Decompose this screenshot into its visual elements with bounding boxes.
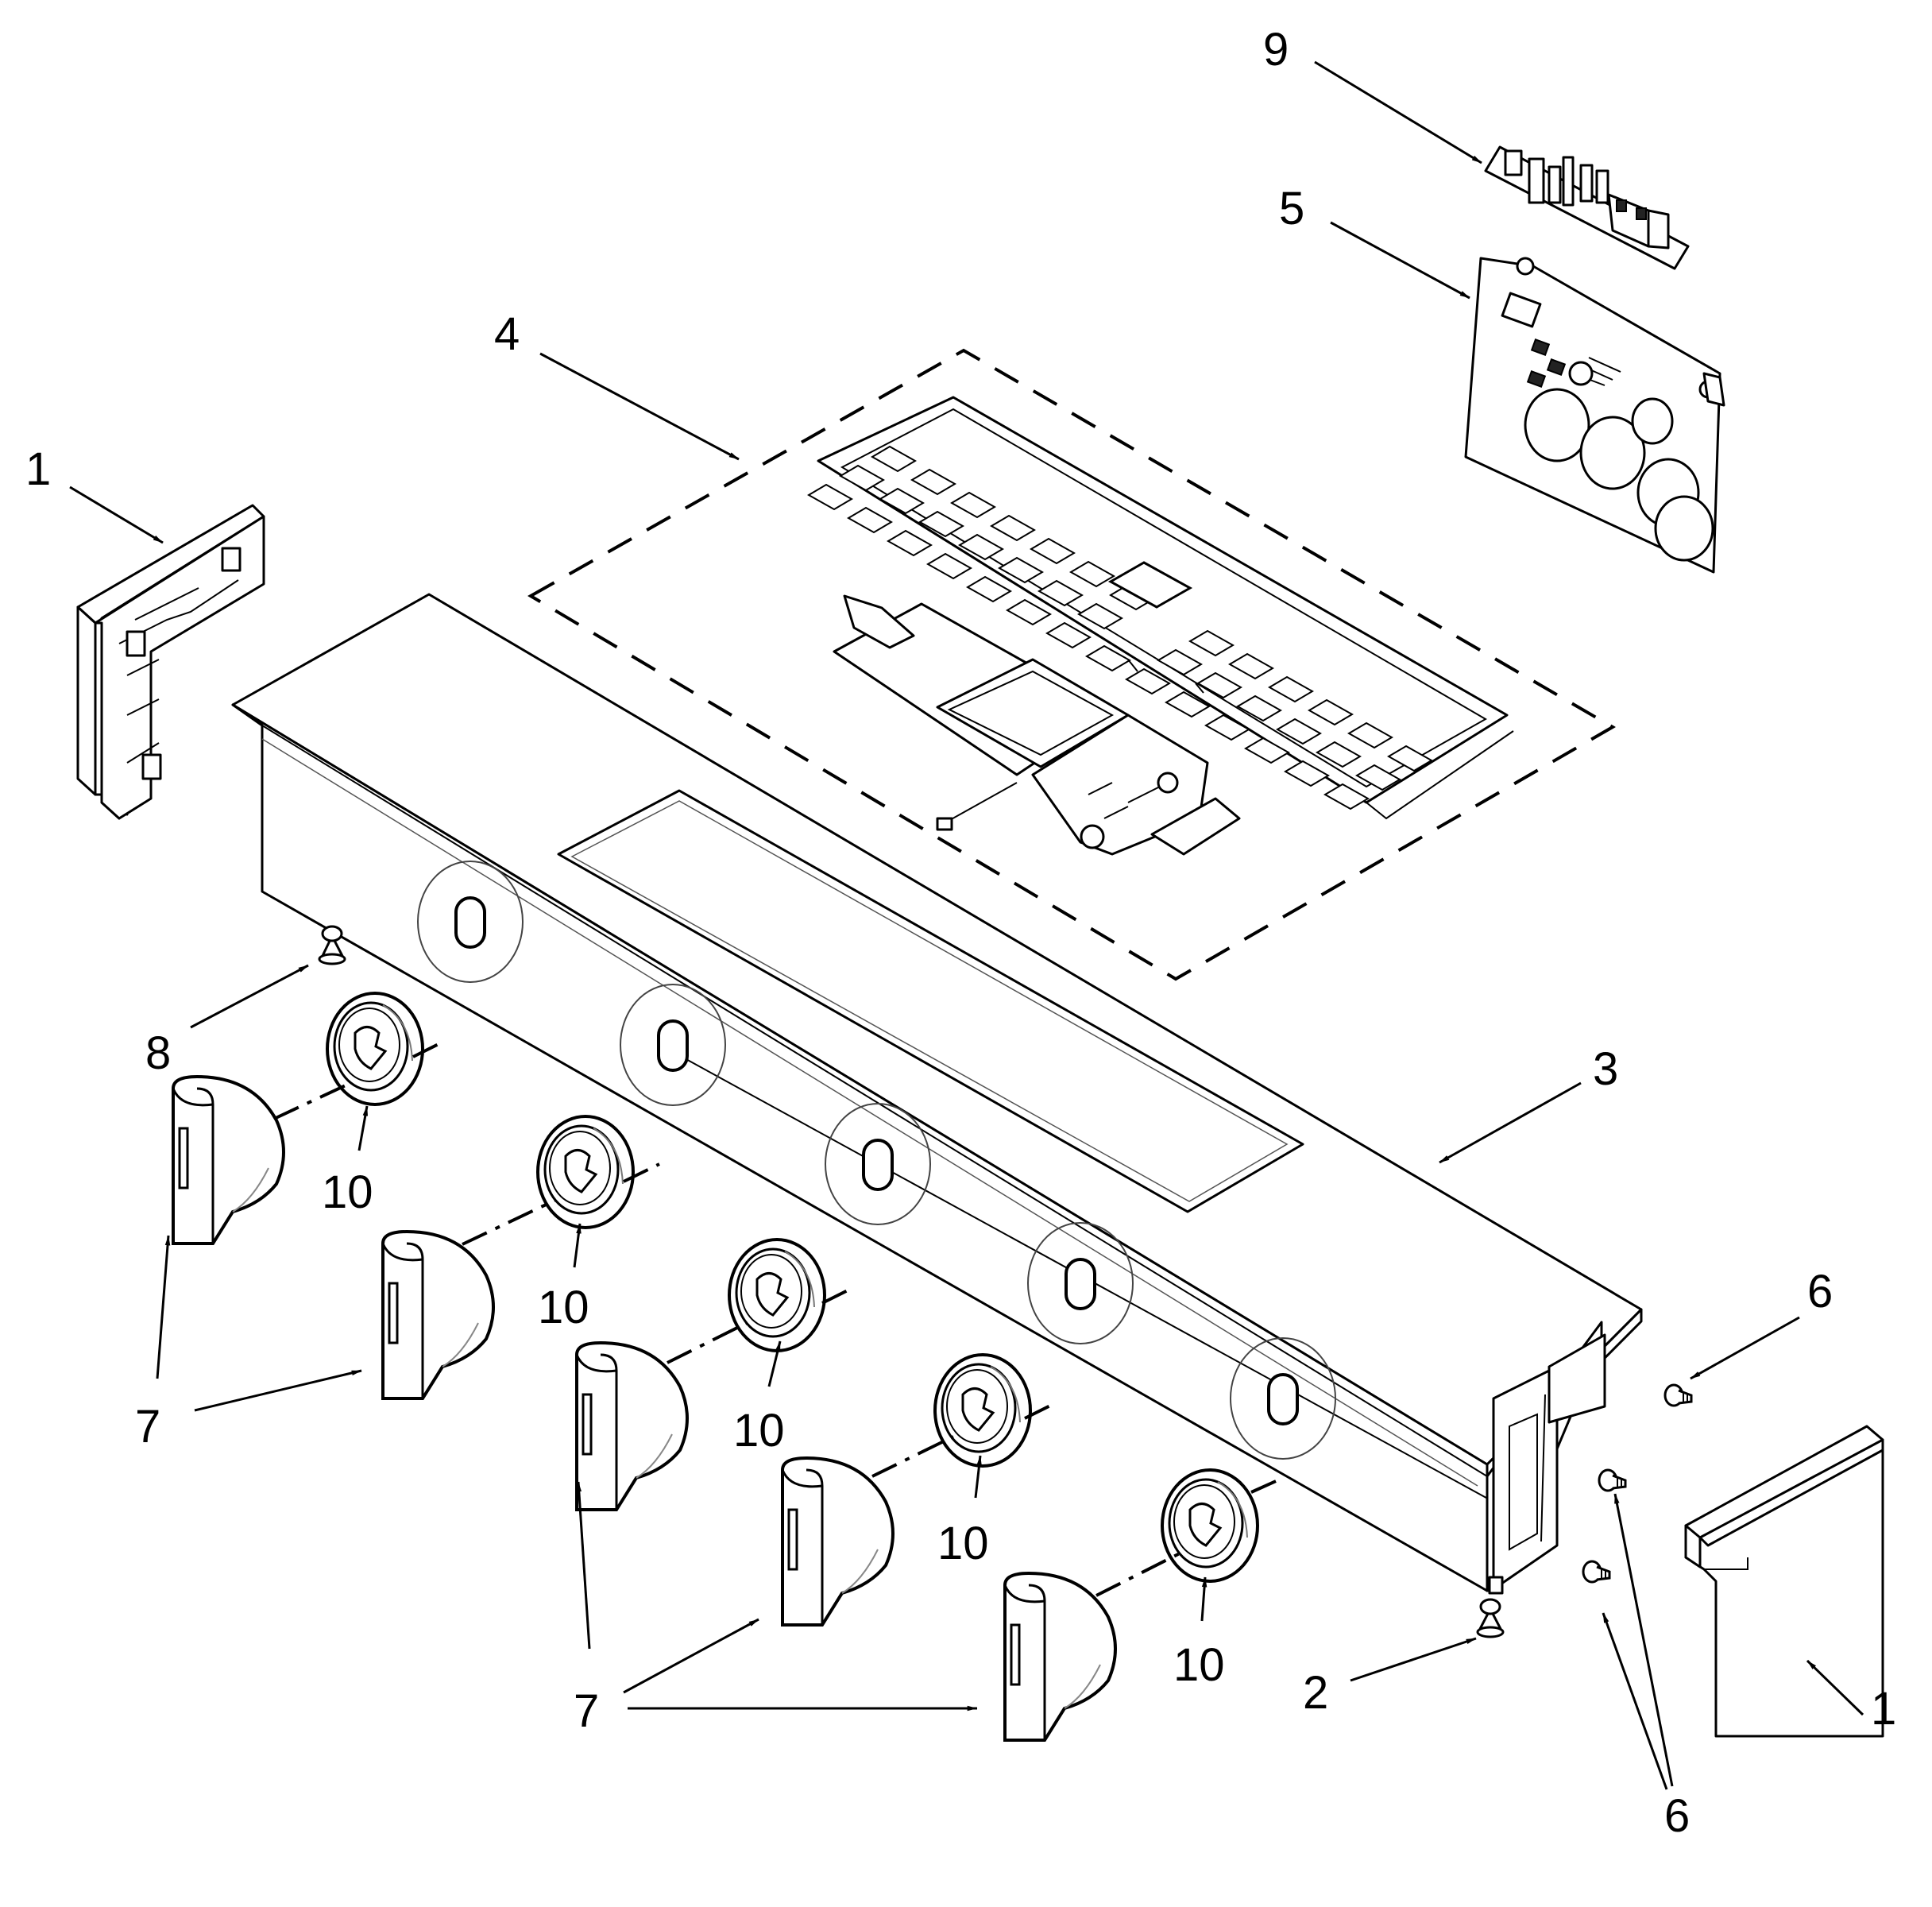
keypad-key (1354, 764, 1402, 791)
keypad-key (870, 445, 918, 473)
keypad-key (878, 487, 925, 515)
keypad-key (1267, 675, 1315, 703)
keypad-key (1275, 718, 1323, 745)
keypad-key (989, 514, 1037, 542)
control-panel-housing (231, 593, 1643, 1595)
keypad-key (838, 464, 886, 492)
keypad-key (918, 510, 965, 538)
keypad-key (806, 483, 854, 511)
keypad-key (1386, 745, 1434, 772)
callout-4: 4 (494, 308, 520, 360)
keypad-key (1204, 714, 1251, 741)
callout-10-a: 10 (322, 1166, 373, 1218)
callout-6-top: 6 (1807, 1266, 1833, 1317)
end-cap-right (1684, 1425, 1884, 1738)
screws (318, 925, 1693, 1638)
callout-2: 2 (1303, 1667, 1328, 1719)
keypad-key (1076, 602, 1124, 630)
keypad-key (1156, 648, 1204, 676)
keypad-key (1164, 690, 1211, 718)
keypad-key (1029, 537, 1076, 565)
callout-9: 9 (1263, 24, 1289, 75)
knob-alignment-lines (273, 1039, 1284, 1597)
callout-5: 5 (1279, 183, 1304, 234)
leader-lines (69, 60, 1864, 1790)
callout-10-e: 10 (1173, 1639, 1225, 1691)
screw-6-top (1663, 1383, 1693, 1407)
keypad-key (949, 491, 997, 519)
callout-10-b: 10 (538, 1282, 589, 1333)
keypad-key (1068, 560, 1116, 588)
keypad-key (1005, 598, 1053, 626)
screw-6-middle (1598, 1468, 1627, 1492)
callout-10-c: 10 (733, 1405, 785, 1456)
screw-8 (318, 925, 346, 965)
keypad-key (1045, 621, 1092, 649)
relay-board (1484, 145, 1690, 270)
keypad-key (1037, 579, 1084, 607)
display-window (1107, 561, 1193, 609)
keypad-key (1188, 629, 1235, 657)
keypad-key (1347, 721, 1394, 749)
keypad-key (1315, 741, 1362, 768)
electronic-control-assembly (527, 348, 1616, 981)
keypad-key (1323, 783, 1370, 810)
keypad-key (1243, 737, 1291, 764)
callout-10-d: 10 (937, 1518, 989, 1569)
end-cap-left (76, 504, 265, 820)
keypad-key (1124, 667, 1172, 695)
screw-6-bottom (1582, 1560, 1611, 1584)
keypad-key (925, 552, 973, 580)
keypad-key (886, 529, 933, 557)
keypad-grid (806, 445, 1434, 810)
callout-7-top: 7 (135, 1401, 160, 1452)
keypad-key (1084, 644, 1132, 672)
keypad-key (1307, 698, 1354, 726)
keypad-key (965, 575, 1013, 603)
callout-7-bottom: 7 (574, 1685, 599, 1737)
keypad-key (1227, 652, 1275, 680)
keypad-key (1196, 671, 1243, 699)
callout-labels: 1 1 2 3 4 5 6 6 7 7 8 9 10 10 10 10 10 (25, 24, 1896, 1842)
screw-2 (1476, 1598, 1505, 1638)
callout-6-bottom: 6 (1664, 1790, 1690, 1842)
keypad-key (1283, 760, 1331, 787)
keypad-key (997, 556, 1045, 584)
keypad-key (910, 468, 957, 496)
keypad-key (1235, 694, 1283, 722)
callout-1-left: 1 (25, 443, 51, 495)
power-relay-board (1464, 257, 1725, 574)
keypad-key (846, 506, 894, 534)
keypad-key (957, 533, 1005, 561)
callout-8: 8 (145, 1027, 171, 1079)
callout-1-right: 1 (1871, 1683, 1896, 1735)
callout-3: 3 (1593, 1043, 1618, 1095)
